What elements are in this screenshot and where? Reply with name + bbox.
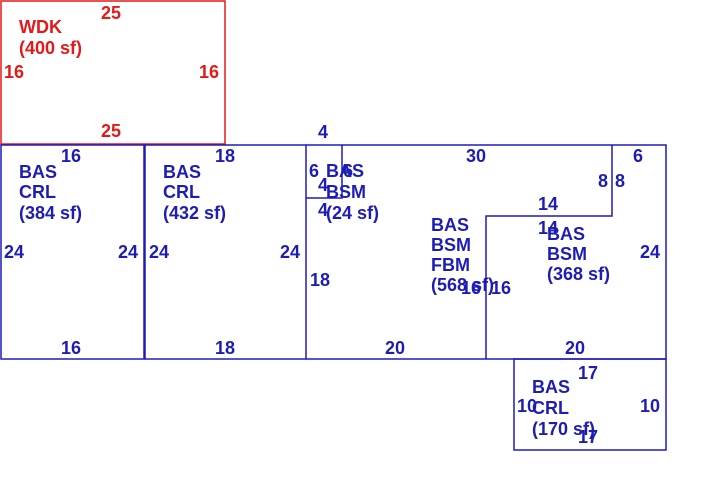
crl-432-dim-top: 18 <box>215 146 235 166</box>
crl-170-label-area: (170 sf) <box>532 419 595 439</box>
bsm-368-dim-left: 16 <box>491 278 511 298</box>
crl-area-170: 17 17 10 10 BAS CRL (170 sf) <box>513 358 667 451</box>
crl-432-outline <box>144 144 307 360</box>
fbm-dim-left: 18 <box>310 270 330 290</box>
fbm-dim-bottom: 20 <box>385 338 405 358</box>
bsm-368-divider <box>485 145 613 359</box>
bsm-fbm-area <box>306 144 667 360</box>
wdk-label-code: WDK <box>19 17 62 37</box>
crl-384-dim-bottom: 16 <box>61 338 81 358</box>
crl-area-432: BAS CRL (432 sf) 18 18 24 24 <box>144 144 307 360</box>
crl-384-dim-left: 24 <box>4 242 24 262</box>
wdk-area: WDK (400 sf) 25 25 16 16 <box>0 0 226 145</box>
bsm-368-dim-bottom: 20 <box>565 338 585 358</box>
bsm-368-label-line1: BAS <box>547 224 585 244</box>
crl-170-dim-right: 10 <box>640 396 660 416</box>
crl-432-label-line1: BAS <box>163 162 201 182</box>
bsm-24-dim-left: 6 <box>309 161 319 181</box>
crl-384-label-line1: BAS <box>19 162 57 182</box>
crl-432-label-line2: CRL <box>163 182 200 202</box>
bsm-368-dim-inner-top: 14 <box>538 218 558 238</box>
bsm-368-dim-step: 8 <box>615 171 625 191</box>
wdk-dim-right: 16 <box>199 62 219 82</box>
wdk-label-area: (400 sf) <box>19 38 82 58</box>
bsm-24-outline <box>306 145 343 199</box>
fbm-dim-top: 30 <box>466 146 486 166</box>
bsm-24-dim-top: 4 <box>318 122 328 142</box>
bsm-area-368: 6 8 24 14 14 16 20 BAS BSM (368 sf) <box>491 146 660 358</box>
bsm-368-dim-step-top: 14 <box>538 194 558 214</box>
bsm-368-dim-top: 6 <box>633 146 643 166</box>
crl-432-label-area: (432 sf) <box>163 203 226 223</box>
crl-170-label-line2: CRL <box>532 398 569 418</box>
wdk-dim-bottom: 25 <box>101 121 121 141</box>
bsm-24-label-line1: BAS <box>326 161 364 181</box>
crl-170-dim-left: 10 <box>517 396 537 416</box>
bsm-368-label-line2: BSM <box>547 244 587 264</box>
crl-384-outline <box>0 144 145 360</box>
fbm-dim-mid: 16 <box>461 278 481 298</box>
fbm-label-area: (568 sf) <box>431 275 494 295</box>
crl-432-dim-right: 24 <box>280 242 300 262</box>
crl-384-label-line2: CRL <box>19 182 56 202</box>
crl-170-outline <box>513 358 667 451</box>
wdk-dim-top: 25 <box>101 3 121 23</box>
bsm-area-24: 4 6 6 4 4 BAS BSM (24 sf) <box>309 122 379 223</box>
fbm-area-568: 30 18 20 8 16 BAS BSM FBM (568 sf) <box>310 146 608 358</box>
crl-384-dim-top: 16 <box>61 146 81 166</box>
wdk-dim-left: 16 <box>4 62 24 82</box>
bsm-368-label-area: (368 sf) <box>547 264 610 284</box>
fbm-label-line1: BAS <box>431 215 469 235</box>
crl-384-label-area: (384 sf) <box>19 203 82 223</box>
crl-384-dim-right: 24 <box>118 242 138 262</box>
fbm-dim-step-right: 8 <box>598 171 608 191</box>
crl-432-dim-left: 24 <box>149 242 169 262</box>
bsm-24-dim-right: 6 <box>343 161 353 181</box>
wdk-outline <box>0 0 226 145</box>
crl-432-dim-bottom: 18 <box>215 338 235 358</box>
crl-area-384: BAS CRL (384 sf) 16 16 24 24 <box>0 144 145 360</box>
fbm-label-line2: BSM <box>431 235 471 255</box>
bsm-24-dim-inner: 4 <box>318 175 328 195</box>
fbm-label-line3: FBM <box>431 255 470 275</box>
crl-170-dim-bottom: 17 <box>578 427 598 447</box>
crl-170-label-line1: BAS <box>532 377 570 397</box>
crl-170-dim-top: 17 <box>578 363 598 383</box>
bsm-24-label-area: (24 sf) <box>326 203 379 223</box>
bsm-24-label-line2: BSM <box>326 182 366 202</box>
bsm-24-dim-bottom: 4 <box>318 200 328 220</box>
bsm-368-dim-right: 24 <box>640 242 660 262</box>
